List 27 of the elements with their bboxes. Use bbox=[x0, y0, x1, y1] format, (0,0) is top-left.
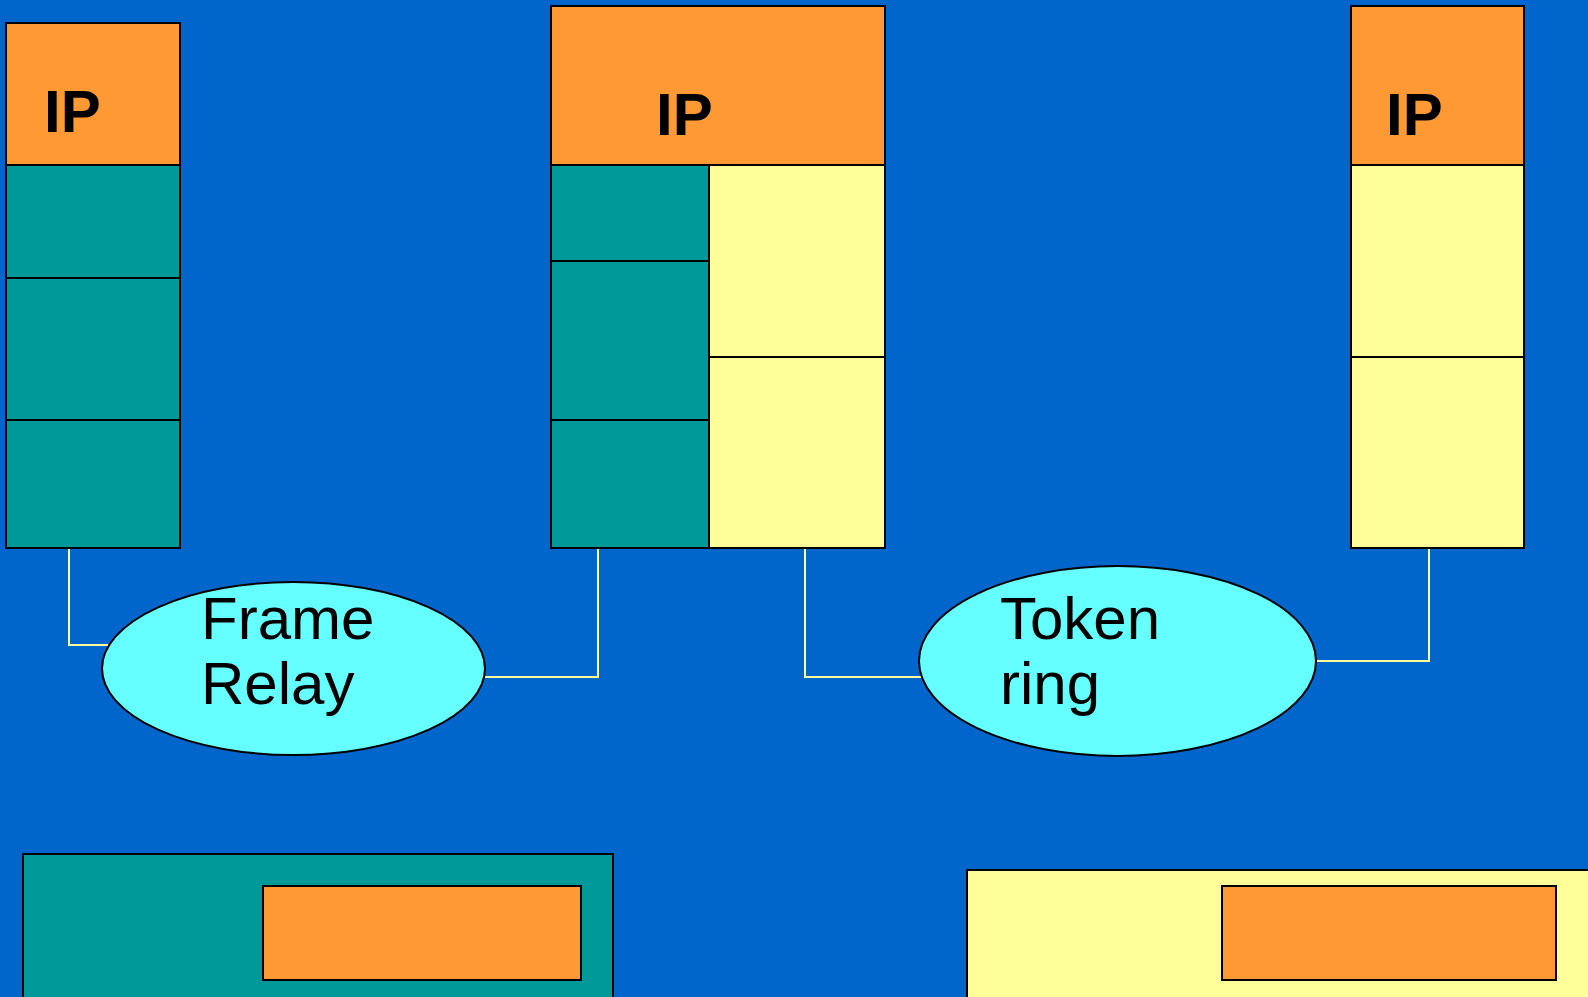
header-block bbox=[1221, 885, 1557, 981]
header-block bbox=[262, 885, 582, 981]
stack-layer-box bbox=[5, 164, 181, 279]
connector-line bbox=[804, 548, 923, 678]
layer-label: IP bbox=[1386, 85, 1443, 145]
stack-layer-box bbox=[1350, 164, 1525, 358]
protocol-box bbox=[1350, 5, 1525, 166]
stack-layer-box bbox=[550, 260, 710, 421]
stack-layer-box bbox=[1350, 356, 1525, 549]
frame-bar bbox=[966, 869, 1588, 997]
stack-layer-box bbox=[708, 356, 886, 549]
layer-label: IP bbox=[656, 85, 713, 145]
layer-label: IP bbox=[44, 82, 101, 142]
frame-bar bbox=[22, 853, 614, 997]
protocol-box bbox=[550, 5, 886, 166]
stack-layer-box bbox=[5, 419, 181, 549]
network-label: Token ring bbox=[1000, 587, 1162, 717]
network-ellipse bbox=[101, 581, 486, 756]
protocol-box bbox=[5, 22, 181, 166]
stack-layer-box bbox=[550, 419, 710, 549]
stack-layer-box bbox=[550, 164, 710, 262]
stack-layer-box bbox=[708, 164, 886, 358]
stack-layer-box bbox=[5, 277, 181, 421]
network-label: Frame Relay bbox=[201, 587, 376, 717]
network-ellipse bbox=[918, 565, 1317, 757]
connector-line bbox=[483, 548, 599, 678]
connector-line bbox=[68, 548, 111, 646]
